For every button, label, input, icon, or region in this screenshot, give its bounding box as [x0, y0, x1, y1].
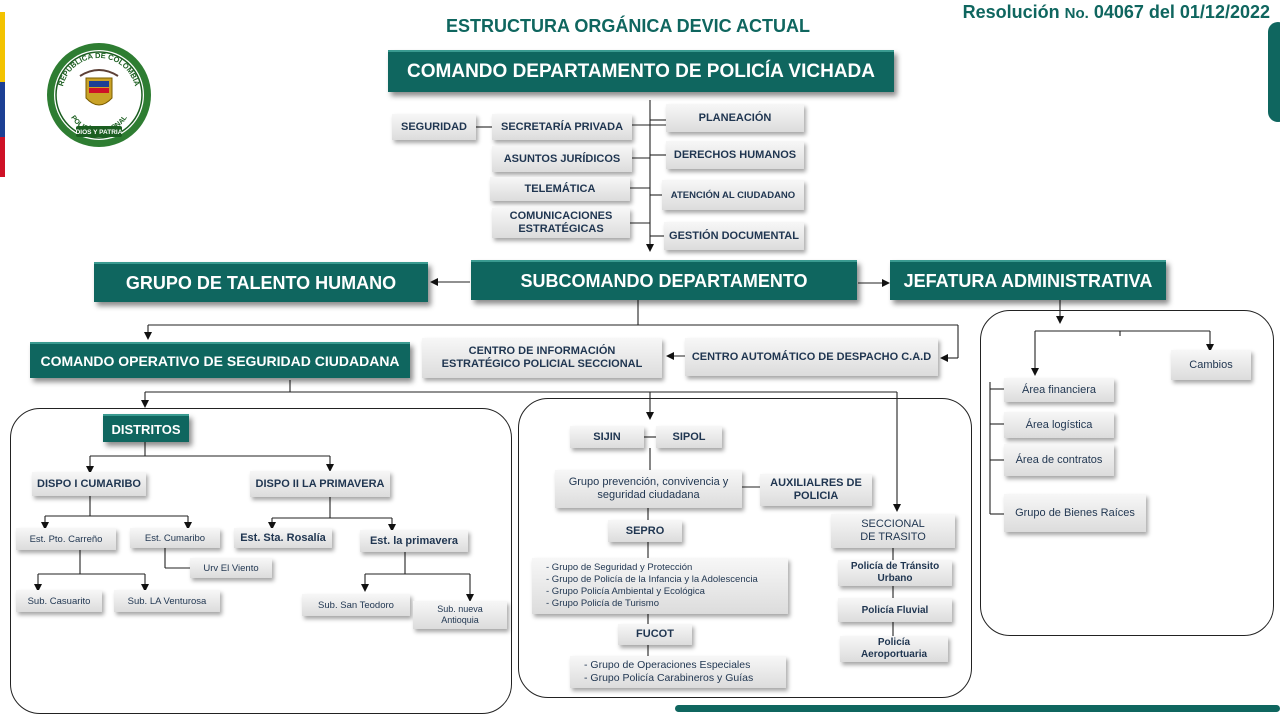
node-centro-informacion: CENTRO DE INFORMACIÓN ESTRATÉGICO POLICI… — [422, 338, 662, 378]
node-sub-casuarito: Sub. Casuarito — [16, 590, 102, 612]
node-sub-nueva-antioquia: Sub. nueva Antioquia — [413, 601, 507, 629]
node-seccional-transito: SECCIONAL DE TRASITO — [831, 514, 955, 548]
node-distritos: DISTRITOS — [103, 414, 189, 442]
sepro-item: - Grupo de Seguridad y Protección — [546, 562, 693, 573]
node-derechos-humanos: DERECHOS HUMANOS — [666, 141, 804, 169]
resolution-label: Resolución — [962, 2, 1060, 22]
sepro-item: - Grupo Policía Ambiental y Ecológica — [546, 586, 705, 597]
resolution-text: Resolución No. 04067 del 01/12/2022 — [880, 2, 1270, 23]
node-bienes-raices: Grupo de Bienes Raíces — [1004, 494, 1146, 532]
node-fucot-groups: - Grupo de Operaciones Especiales - Grup… — [570, 656, 786, 688]
node-cambios: Cambios — [1171, 350, 1251, 380]
sepro-item: - Grupo Policía de Turismo — [546, 598, 659, 609]
node-fucot: FUCOT — [618, 624, 692, 645]
node-urv-el-viento: Urv El Viento — [190, 558, 272, 578]
node-policia-aeroportuaria: Policía Aeroportuaria — [840, 636, 948, 662]
region-distritos — [10, 408, 512, 714]
node-est-pto-carreno: Est. Pto. Carreño — [16, 528, 116, 550]
node-telematica: TELEMÁTICA — [490, 177, 630, 201]
node-comando-departamento: COMANDO DEPARTAMENTO DE POLICÍA VICHADA — [388, 50, 894, 92]
node-asuntos-juridicos: ASUNTOS JURÍDICOS — [492, 146, 632, 172]
node-atencion-ciudadano: ATENCIÓN AL CIUDADANO — [662, 180, 804, 210]
node-sub-la-venturosa: Sub. LA Venturosa — [114, 590, 220, 612]
node-dispo-i-cumaribo: DISPO I CUMARIBO — [32, 472, 146, 496]
sepro-item: - Grupo de Policía de la Infancia y la A… — [546, 574, 758, 585]
node-jefatura-administrativa: JEFATURA ADMINISTRATIVA — [890, 260, 1166, 300]
node-sub-san-teodoro: Sub. San Teodoro — [302, 594, 410, 616]
node-talento-humano: GRUPO DE TALENTO HUMANO — [94, 262, 428, 302]
fucot-item: - Grupo de Operaciones Especiales — [584, 659, 751, 671]
node-sepro: SEPRO — [608, 520, 682, 542]
node-comunicaciones-estrategicas: COMUNICACIONES ESTRATÉGICAS — [492, 208, 630, 238]
node-sijin: SIJIN — [570, 426, 644, 448]
node-area-contratos: Área de contratos — [1004, 444, 1114, 476]
flag-stripe-blue — [0, 82, 5, 137]
node-transito-urbano: Policía de Tránsito Urbano — [838, 560, 952, 586]
resolution-no: No. — [1064, 5, 1089, 22]
node-subcomando: SUBCOMANDO DEPARTAMENTO — [471, 260, 857, 300]
node-est-cumaribo: Est. Cumaribo — [130, 528, 220, 548]
bottom-bar — [675, 705, 1280, 712]
page-title: ESTRUCTURA ORGÁNICA DEVIC ACTUAL — [446, 16, 810, 36]
node-auxiliares-policia: AUXILIALRES DE POLICIA — [760, 474, 872, 506]
node-policia-fluvial: Policía Fluvial — [838, 598, 952, 622]
police-seal: REPÚBLICA DE COLOMBIA POLICÍA NACIONAL D… — [47, 43, 151, 147]
flag-stripe-red — [0, 137, 5, 177]
node-comando-operativo: COMANDO OPERATIVO DE SEGURIDAD CIUDADANA — [30, 342, 410, 378]
node-secretaria-privada: SECRETARÍA PRIVADA — [492, 114, 632, 140]
node-seguridad: SEGURIDAD — [392, 114, 476, 140]
node-sepro-groups: - Grupo de Seguridad y Protección - Grup… — [532, 558, 788, 614]
resolution-value: 04067 del 01/12/2022 — [1093, 2, 1270, 22]
node-area-logistica: Área logística — [1004, 412, 1114, 438]
node-area-financiera: Área financiera — [1004, 378, 1114, 402]
flag-stripe-yellow — [0, 12, 5, 82]
node-dispo-ii-primavera: DISPO II LA PRIMAVERA — [250, 471, 390, 497]
seal-motto: DIOS Y PATRIA — [76, 129, 123, 136]
region-administrativa — [980, 310, 1274, 636]
node-est-la-primavera: Est. la primavera — [360, 530, 468, 552]
node-cad: CENTRO AUTOMÁTICO DE DESPACHO C.A.D — [685, 338, 938, 376]
fucot-item: - Grupo Policía Carabineros y Guías — [584, 672, 754, 684]
right-edge-tab — [1268, 22, 1280, 122]
node-planeacion: PLANEACIÓN — [666, 104, 804, 132]
node-est-sta-rosalia: Est. Sta. Rosalía — [234, 528, 332, 548]
node-grupo-prevencion: Grupo prevención, convivencia y segurida… — [555, 470, 742, 508]
region-operativo — [518, 398, 972, 698]
node-sipol: SIPOL — [656, 426, 722, 448]
node-gestion-documental: GESTIÓN DOCUMENTAL — [664, 222, 804, 250]
